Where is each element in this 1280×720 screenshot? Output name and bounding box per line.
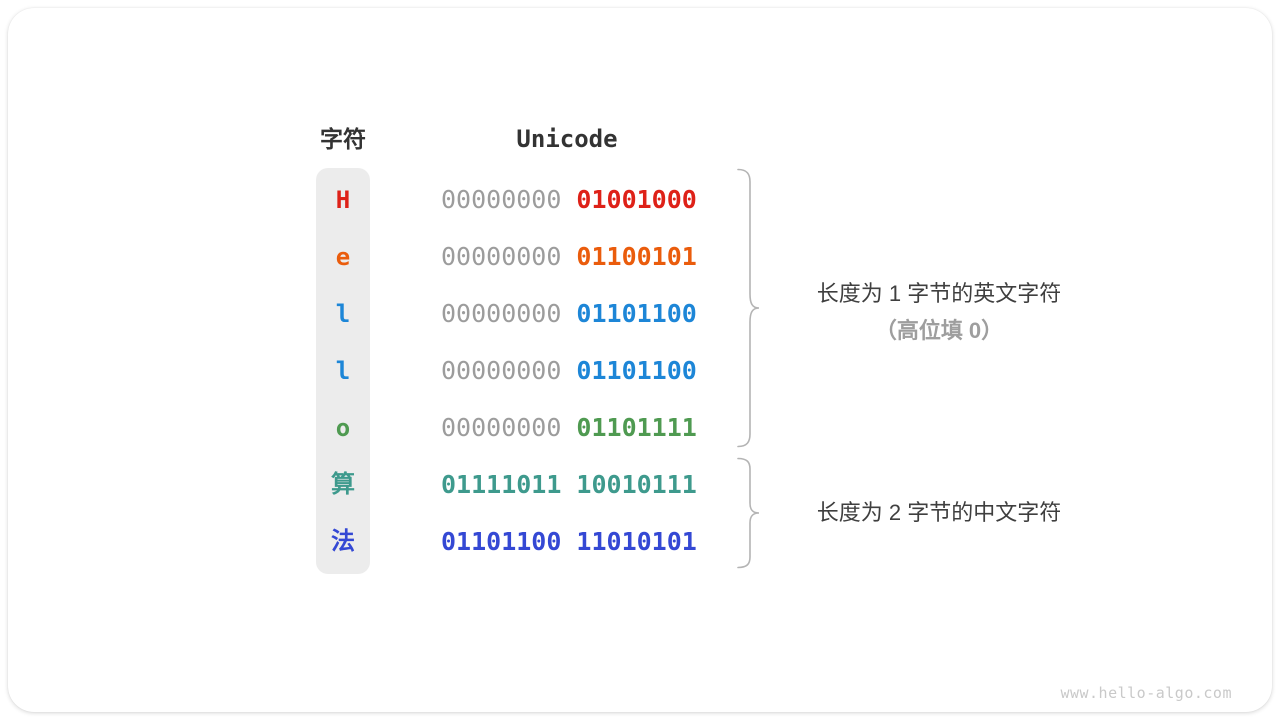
column-header-char: 字符 xyxy=(320,126,366,152)
char-cell: 算 xyxy=(331,471,355,498)
low-byte: 10010111 xyxy=(576,470,697,499)
unicode-bytes: 00000000 01101100 xyxy=(441,298,697,330)
brace-group-english xyxy=(737,168,760,448)
char-cell: 法 xyxy=(331,528,355,555)
table-row: l 00000000 01101100 xyxy=(8,355,1272,387)
char-cell: l xyxy=(335,300,351,328)
low-byte: 11010101 xyxy=(576,527,697,556)
unicode-bytes: 00000000 01101100 xyxy=(441,355,697,387)
unicode-bytes: 01101100 11010101 xyxy=(441,526,697,558)
table-row: l 00000000 01101100 xyxy=(8,298,1272,330)
high-byte: 00000000 xyxy=(441,356,562,385)
table-row: o 00000000 01101111 xyxy=(8,412,1272,444)
high-byte: 00000000 xyxy=(441,413,562,442)
unicode-bytes: 00000000 01001000 xyxy=(441,184,697,216)
annotation-english-chars: 长度为 1 字节的英文字符 xyxy=(816,281,1062,306)
low-byte: 01001000 xyxy=(576,185,697,214)
char-cell: o xyxy=(335,414,351,442)
char-cell: e xyxy=(335,243,351,271)
unicode-bytes: 00000000 01100101 xyxy=(441,241,697,273)
unicode-bytes: 01111011 10010111 xyxy=(441,469,697,501)
low-byte: 01100101 xyxy=(576,242,697,271)
site-watermark: www.hello-algo.com xyxy=(1060,684,1232,702)
diagram-card: 字符 Unicode H 00000000 01001000 e 0000000… xyxy=(8,8,1272,712)
char-column-background xyxy=(316,168,370,574)
high-byte: 01111011 xyxy=(441,470,562,499)
char-cell: H xyxy=(335,186,351,214)
high-byte: 00000000 xyxy=(441,185,562,214)
table-row: e 00000000 01100101 xyxy=(8,241,1272,273)
high-byte: 01101100 xyxy=(441,527,562,556)
table-row: H 00000000 01001000 xyxy=(8,184,1272,216)
table-row: 法 01101100 11010101 xyxy=(8,526,1272,558)
unicode-bytes: 00000000 01101111 xyxy=(441,412,697,444)
char-cell: l xyxy=(335,357,351,385)
low-byte: 01101100 xyxy=(576,356,697,385)
high-byte: 00000000 xyxy=(441,299,562,328)
annotation-chinese-chars: 长度为 2 字节的中文字符 xyxy=(816,500,1062,525)
brace-group-chinese xyxy=(737,457,760,569)
low-byte: 01101111 xyxy=(576,413,697,442)
high-byte: 00000000 xyxy=(441,242,562,271)
table-row: 算 01111011 10010111 xyxy=(8,469,1272,501)
low-byte: 01101100 xyxy=(576,299,697,328)
annotation-high-bits-zero: （高位填 0） xyxy=(874,318,1004,343)
column-header-unicode: Unicode xyxy=(516,125,618,153)
